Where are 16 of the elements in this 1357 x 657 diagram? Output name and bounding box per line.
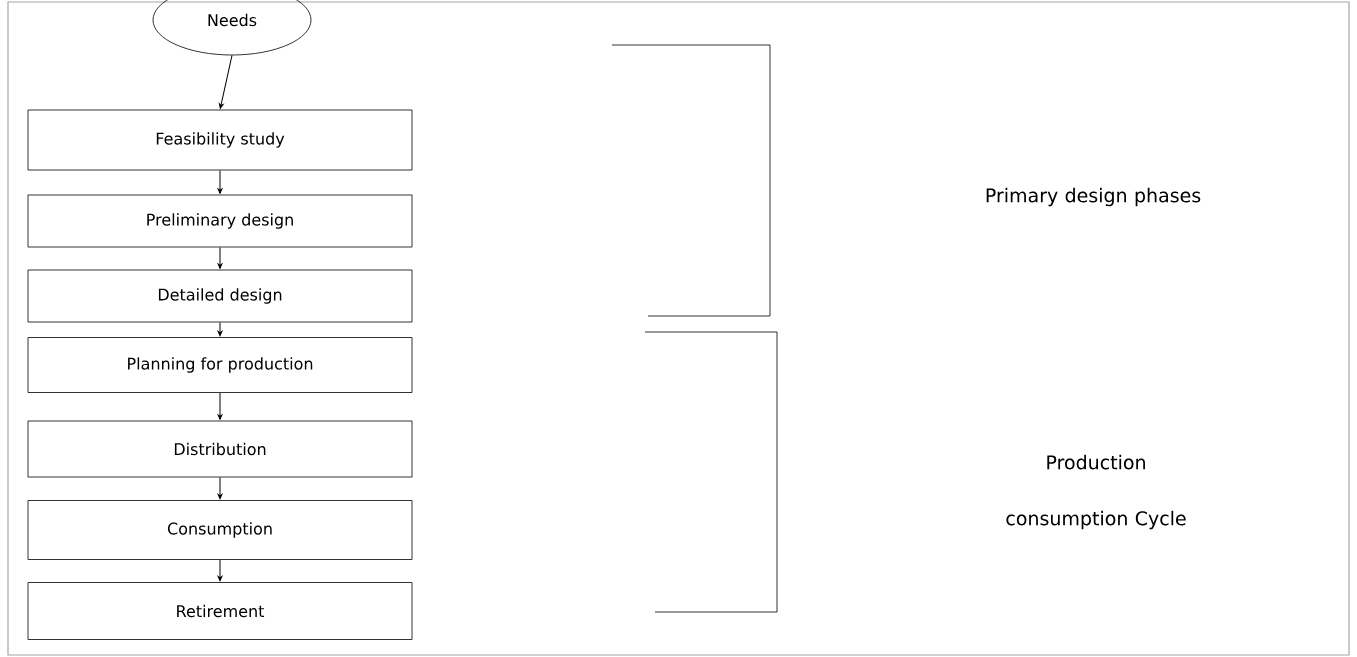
process-box: Feasibility study (27, 109, 413, 171)
arrow (217, 169, 223, 194)
bracket-label: Primary design phases (986, 187, 1201, 207)
arrow (217, 392, 223, 420)
process-box: Detailed design (27, 269, 413, 323)
process-box: Planning for production (27, 337, 413, 393)
process-box: Retirement (27, 582, 413, 640)
process-box: Preliminary design (27, 194, 413, 248)
process-box: Consumption (27, 500, 413, 560)
arrow (217, 246, 223, 269)
bracket-label: Production consumption Cycle (1006, 454, 1186, 530)
arrow (217, 559, 223, 582)
arrow (217, 321, 223, 337)
arrow (217, 476, 223, 500)
arrow (218, 54, 233, 109)
process-box: Distribution (27, 420, 413, 478)
